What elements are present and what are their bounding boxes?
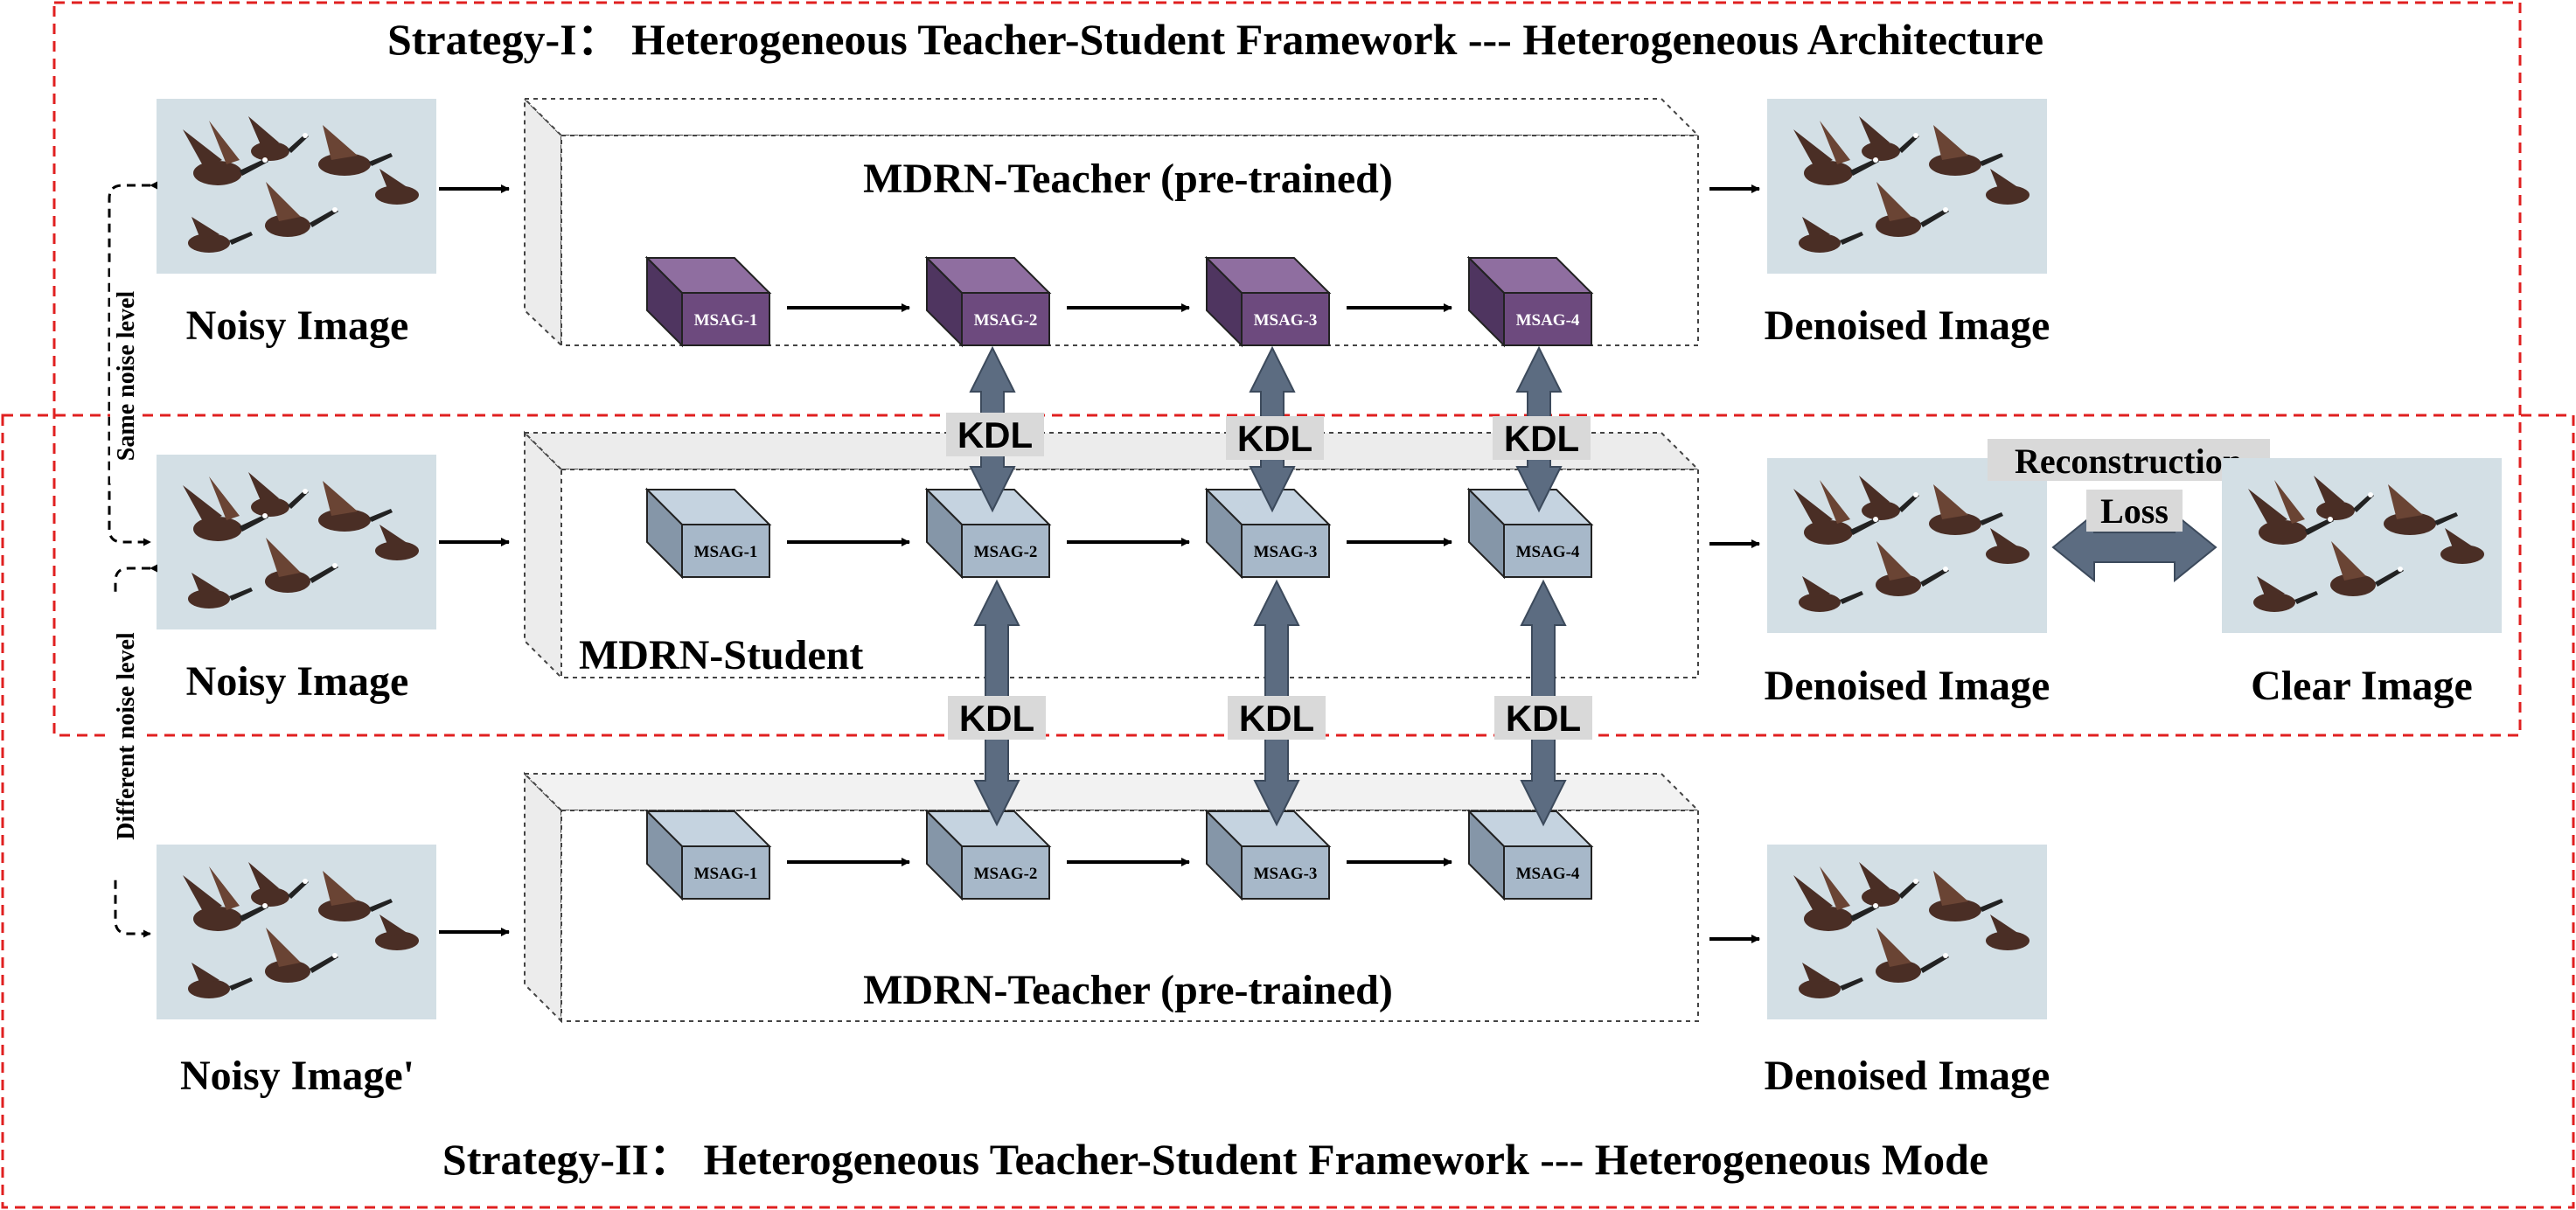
- kdl-upper-bg-4: [1493, 416, 1591, 460]
- kdl-lower-label-2: KDL: [959, 698, 1034, 739]
- noisy-image-label-bottom: Noisy Image': [180, 1053, 414, 1099]
- student-name: MDRN-Student: [579, 632, 863, 678]
- teacher-bottom-name: MDRN-Teacher (pre-trained): [863, 967, 1393, 1013]
- teacher-top-msag-3: MSAG-3: [1204, 255, 1332, 348]
- kdl-lower-label-4: KDL: [1506, 698, 1581, 739]
- teacher-top-msag-2-label: MSAG-2: [974, 311, 1038, 330]
- strategy-1-title: Strategy-I： Heterogeneous Teacher-Studen…: [387, 15, 2043, 64]
- different-noise-label-bg: [110, 596, 142, 876]
- teacher-top-name: MDRN-Teacher (pre-trained): [863, 156, 1393, 202]
- denoised-image-label-top: Denoised Image: [1765, 302, 2050, 349]
- denoised-image-label-bottom: Denoised Image: [1765, 1053, 2050, 1099]
- student-msag-4-label: MSAG-4: [1516, 543, 1580, 561]
- noisy-image-bottom: [157, 845, 436, 1019]
- clear-image: [2222, 458, 2502, 633]
- kdl-lower-bg-4: [1494, 696, 1592, 740]
- reconstruction-label-line2: Loss: [2100, 491, 2169, 531]
- student-msag-4: MSAG-4: [1466, 487, 1594, 580]
- noisy-image-label-top: Noisy Image: [186, 302, 409, 349]
- loss-label-bg: [2086, 490, 2183, 532]
- noisy-image-label-student: Noisy Image: [186, 658, 409, 705]
- denoised-image-bottom: [1767, 845, 2047, 1019]
- teacher-bottom-msag-2-label: MSAG-2: [974, 865, 1038, 883]
- strategy-2-frame: [1, 414, 2575, 1209]
- teacher-top-msag-4: MSAG-4: [1466, 255, 1594, 348]
- teacher-top-msag-2: MSAG-2: [924, 255, 1052, 348]
- denoised-image-top: [1767, 99, 2047, 274]
- kdl-lower-label-3: KDL: [1239, 698, 1314, 739]
- teacher-bottom-msag-2: MSAG-2: [924, 809, 1052, 901]
- student-msag-2: MSAG-2: [924, 487, 1052, 580]
- teacher-bottom-msag-1: MSAG-1: [644, 809, 772, 901]
- student-msag-3: MSAG-3: [1204, 487, 1332, 580]
- teacher-bottom-msag-3: MSAG-3: [1204, 809, 1332, 901]
- kdl-upper-bg-3: [1226, 416, 1324, 460]
- teacher-bottom-blocks: MSAG-1 MSAG-2 MSAG-3 MSAG-4: [644, 809, 1594, 901]
- noisy-image-student: [157, 455, 436, 629]
- denoised-image-label-student: Denoised Image: [1765, 663, 2050, 709]
- teacher-top-blocks: MSAG-1 MSAG-2 MSAG-3 MSAG-4: [644, 255, 1594, 348]
- noisy-image-top: [157, 99, 436, 274]
- teacher-top-msag-1-label: MSAG-1: [694, 311, 758, 330]
- student-msag-3-label: MSAG-3: [1254, 543, 1318, 561]
- student-msag-2-label: MSAG-2: [974, 543, 1038, 561]
- student-msag-1: MSAG-1: [644, 487, 772, 580]
- kdl-upper-bg-2: [946, 413, 1044, 456]
- student-blocks: MSAG-1 MSAG-2 MSAG-3 MSAG-4: [644, 487, 1594, 580]
- strategy-2-title: Strategy-II： Heterogeneous Teacher-Stude…: [442, 1135, 1988, 1184]
- same-noise-label: Same noise level: [113, 291, 140, 462]
- kdl-upper-label-4: KDL: [1504, 418, 1579, 459]
- teacher-bottom-msag-4-label: MSAG-4: [1516, 865, 1580, 883]
- kdl-upper-label-3: KDL: [1237, 418, 1312, 459]
- teacher-top-msag-1: MSAG-1: [644, 255, 772, 348]
- denoised-image-student: [1767, 458, 2047, 633]
- teacher-top-msag-3-label: MSAG-3: [1254, 311, 1318, 330]
- same-noise-label-bg: [110, 267, 142, 483]
- kdl-lower-bg-3: [1228, 696, 1326, 740]
- kdl-upper-label-2: KDL: [957, 414, 1033, 455]
- reconstruction-label-line1: Reconstruction: [2015, 442, 2242, 481]
- teacher-top-msag-4-label: MSAG-4: [1516, 311, 1580, 330]
- clear-image-label: Clear Image: [2251, 663, 2473, 709]
- teacher-bottom-msag-3-label: MSAG-3: [1254, 865, 1318, 883]
- student-msag-1-label: MSAG-1: [694, 543, 758, 561]
- teacher-bottom-msag-4: MSAG-4: [1466, 809, 1594, 901]
- same-noise-connector: [108, 181, 158, 546]
- different-noise-label: Different noise level: [113, 632, 140, 840]
- kdl-lower-bg-2: [948, 696, 1046, 740]
- teacher-bottom-msag-1-label: MSAG-1: [694, 865, 758, 883]
